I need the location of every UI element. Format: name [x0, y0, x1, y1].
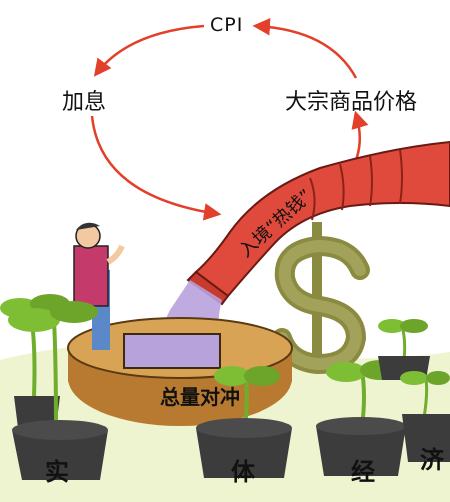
pot-character-ti: 体 [231, 458, 255, 486]
cpi-label: CPI [210, 14, 244, 36]
pot-character-jing: 经 [351, 458, 375, 486]
plant-pot-2 [8, 301, 108, 480]
pot-character-shi: 实 [45, 458, 69, 486]
arrow-raise-rate-to-hot-money [90, 115, 222, 221]
commodity-prices-label: 大宗商品价格 [285, 90, 418, 115]
pot-character-ji: 济 [420, 446, 444, 474]
arrow-commodity-to-cpi [252, 18, 358, 79]
dollar-sign-icon [272, 222, 370, 375]
plant-pot-3 [196, 366, 292, 478]
man-figure [73, 222, 125, 350]
plant-pot-5 [378, 319, 430, 380]
raise-rate-label: 加息 [62, 90, 107, 115]
arrow-cpi-to-raise-rate [93, 24, 205, 77]
hot-money-hose [186, 140, 450, 306]
plant-pot-6 [400, 371, 450, 462]
sterilization-label: 总量对冲 [160, 385, 240, 409]
